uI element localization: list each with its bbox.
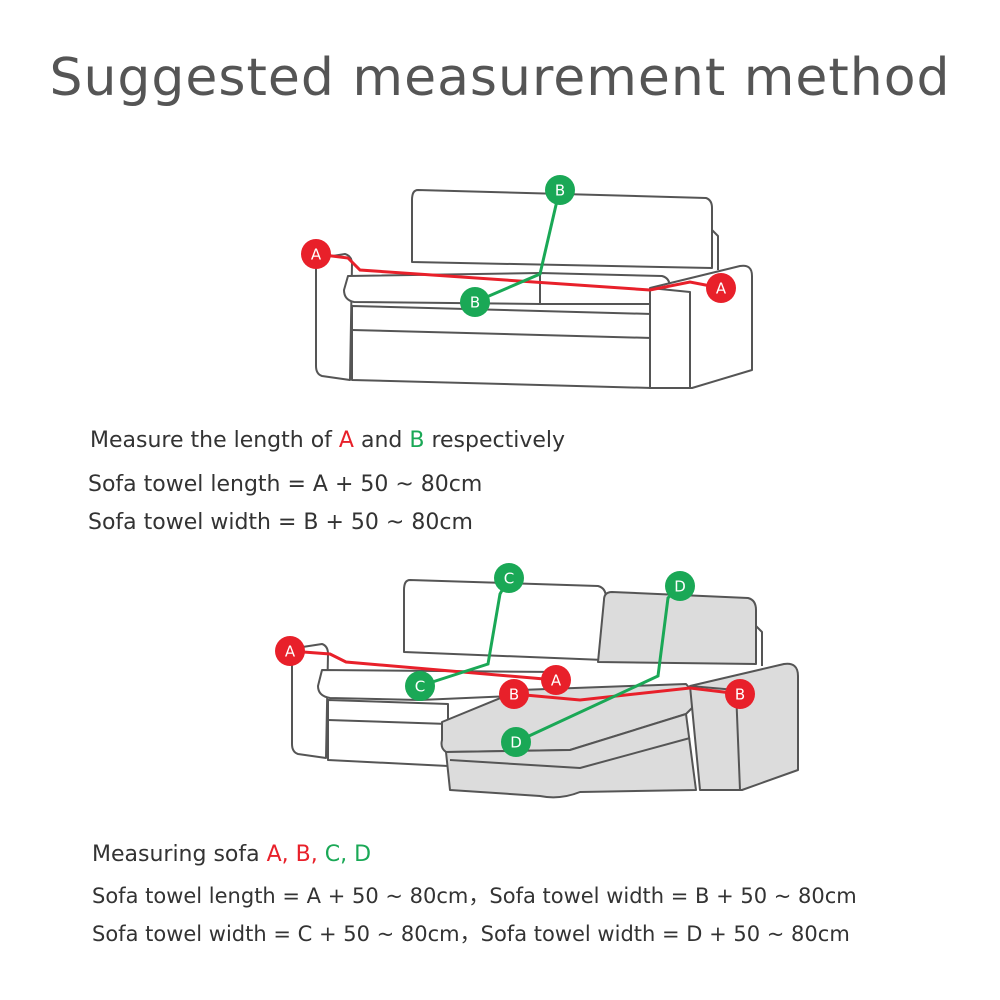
sofa2-right-arm xyxy=(689,662,799,791)
page-title: Suggested measurement method xyxy=(49,48,951,108)
sofa2-chaise-base xyxy=(445,713,697,799)
sofa1-back-cushion xyxy=(411,189,713,269)
sofa1-left-arm xyxy=(315,253,353,381)
sofa2-base xyxy=(327,699,449,767)
sofa2-line-a xyxy=(289,649,557,682)
sofa2-marker-b-right: B xyxy=(725,679,755,709)
instruction-text: and xyxy=(353,428,410,453)
svg-text:A: A xyxy=(285,643,296,661)
sofa1-marker-a-right: A xyxy=(706,273,736,303)
instruction-text: Measure the length of xyxy=(90,428,339,453)
formula-length: Sofa towel length = A + 50 ~ 80cm xyxy=(88,472,483,497)
label-b: B xyxy=(409,428,425,453)
sofa1-line-a xyxy=(315,252,722,292)
label-c: C, xyxy=(324,842,348,867)
sofa2-marker-d-top: D xyxy=(665,571,695,601)
label-a: A xyxy=(338,428,354,453)
sofa1-marker-b-top: B xyxy=(545,175,575,205)
sofa1-marker-b-bottom: B xyxy=(460,287,490,317)
svg-text:C: C xyxy=(504,570,514,588)
sofa1-seat-cushion-left xyxy=(343,272,541,305)
sofa2-marker-b-mid: B xyxy=(499,679,529,709)
svg-text:A: A xyxy=(716,280,727,298)
svg-text:B: B xyxy=(509,686,519,704)
sofa2-back-cushion-right xyxy=(597,591,757,665)
svg-text:B: B xyxy=(555,182,565,200)
formula-width-c-d: Sofa towel width = C + 50 ~ 80cm，Sofa to… xyxy=(92,922,850,946)
svg-text:C: C xyxy=(415,678,425,696)
svg-text:A: A xyxy=(551,672,562,690)
svg-text:A: A xyxy=(311,246,322,264)
instruction-text: Measuring sofa xyxy=(92,842,267,867)
sofa2-line-b xyxy=(513,686,741,702)
sofa2-marker-c-top: C xyxy=(494,563,524,593)
svg-text:B: B xyxy=(735,686,745,704)
instruction-line-2: Measuring sofa A, B, C, D xyxy=(92,842,371,867)
formula-length-width-b: Sofa towel length = A + 50 ~ 80cm，Sofa t… xyxy=(92,884,857,908)
sofa2-marker-c-bottom: C xyxy=(405,671,435,701)
svg-text:B: B xyxy=(470,294,480,312)
instruction-text: respectively xyxy=(424,428,566,453)
label-b: B, xyxy=(295,842,318,867)
label-a: A, xyxy=(266,842,289,867)
sofa1-marker-a-left: A xyxy=(301,239,331,269)
label-d: D xyxy=(354,842,372,867)
instruction-line-1: Measure the length of A and B respective… xyxy=(90,428,565,453)
sofa2-left-arm xyxy=(291,643,329,759)
sofa2-marker-a-left: A xyxy=(275,636,305,666)
sofa2-marker-d-bottom: D xyxy=(501,727,531,757)
sofa1-base xyxy=(351,305,653,389)
svg-text:D: D xyxy=(510,734,522,752)
formula-width: Sofa towel width = B + 50 ~ 80cm xyxy=(88,510,473,535)
svg-text:D: D xyxy=(674,578,686,596)
sofa2-marker-a-mid: A xyxy=(541,665,571,695)
